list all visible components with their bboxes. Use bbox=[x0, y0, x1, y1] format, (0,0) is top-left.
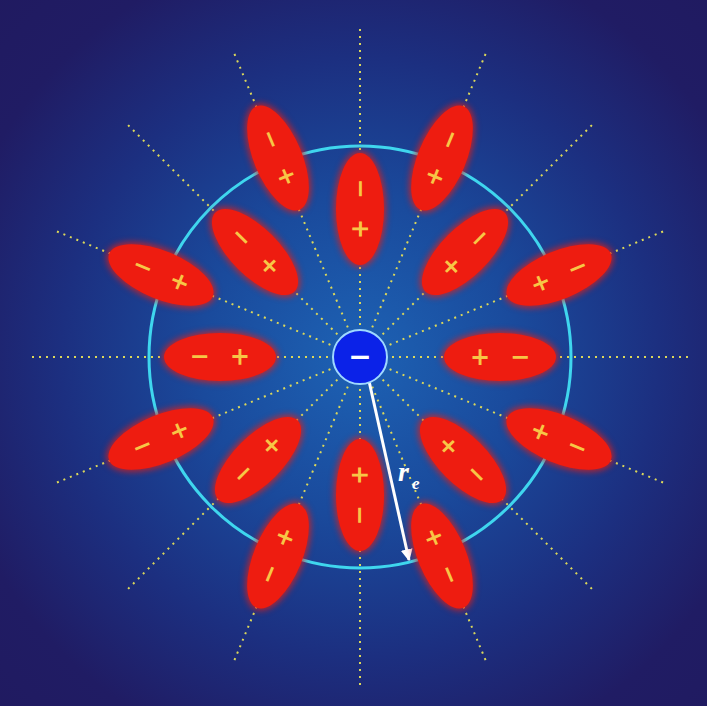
central-charge: − bbox=[332, 329, 388, 385]
charge-sign: + bbox=[166, 417, 194, 447]
ellipse-fill bbox=[498, 231, 620, 318]
charge-sign: + bbox=[435, 251, 466, 282]
dipole-ellipse: +− bbox=[100, 396, 222, 483]
sign-row: +− bbox=[336, 153, 384, 265]
radius-label: r bbox=[398, 456, 409, 488]
sign-row: +− bbox=[234, 97, 321, 219]
field-line bbox=[127, 380, 338, 591]
dipole-ellipse: +− bbox=[100, 231, 222, 318]
charge-sign: + bbox=[348, 465, 372, 485]
ellipse-fill bbox=[408, 196, 521, 309]
ellipse-fill bbox=[399, 495, 486, 617]
sign-row: +− bbox=[201, 403, 314, 516]
radius-subscript: e bbox=[412, 474, 420, 494]
charge-sign: − bbox=[348, 179, 372, 199]
ellipse-fill bbox=[100, 396, 222, 483]
field-line bbox=[127, 124, 338, 335]
ellipse-fill bbox=[100, 231, 222, 318]
charge-sign: + bbox=[254, 251, 285, 282]
ellipse-fill bbox=[164, 333, 276, 381]
charge-sign: + bbox=[348, 219, 372, 239]
charge-sign: − bbox=[129, 432, 157, 462]
field-line bbox=[383, 380, 594, 591]
ellipse-fill bbox=[234, 495, 321, 617]
dipole-ellipse: +− bbox=[406, 403, 519, 516]
charge-sign: + bbox=[256, 430, 287, 461]
dipole-ellipse: +− bbox=[234, 97, 321, 219]
sign-row: +− bbox=[100, 231, 222, 318]
dipole-ellipse: +− bbox=[164, 333, 276, 381]
charge-sign: − bbox=[228, 458, 259, 489]
radius-circle bbox=[149, 146, 571, 568]
ellipse-fill bbox=[336, 439, 384, 551]
charge-sign: + bbox=[420, 523, 450, 551]
sign-row: +− bbox=[164, 333, 276, 381]
charge-sign: + bbox=[270, 163, 300, 191]
ellipse-fill bbox=[498, 396, 620, 483]
charge-sign: − bbox=[226, 223, 257, 254]
dipole-ellipse: +− bbox=[399, 495, 486, 617]
sign-row: +− bbox=[199, 196, 312, 309]
charge-sign: + bbox=[420, 163, 450, 191]
sign-row: +− bbox=[100, 396, 222, 483]
field-lines bbox=[30, 27, 690, 687]
dipole-ellipse: +− bbox=[336, 439, 384, 551]
sign-row: +− bbox=[399, 97, 486, 219]
ellipse-fill bbox=[201, 403, 314, 516]
charge-sign: − bbox=[510, 345, 530, 369]
charge-sign: + bbox=[470, 345, 490, 369]
charge-sign: − bbox=[190, 345, 210, 369]
sign-row: +− bbox=[399, 495, 486, 617]
charge-sign: − bbox=[461, 458, 492, 489]
dipole-ellipse: +− bbox=[444, 333, 556, 381]
sign-row: +− bbox=[444, 333, 556, 381]
ellipse-fill bbox=[234, 97, 321, 219]
dipole-ellipse: +− bbox=[498, 396, 620, 483]
charge-sign: − bbox=[463, 223, 494, 254]
sign-row: +− bbox=[336, 439, 384, 551]
dipole-ellipse: +− bbox=[399, 97, 486, 219]
charge-sign: − bbox=[435, 126, 465, 154]
ellipse-fill bbox=[336, 153, 384, 265]
field-line bbox=[383, 124, 594, 335]
charge-sign: − bbox=[348, 505, 372, 525]
charge-sign: − bbox=[255, 560, 285, 588]
charge-sign: − bbox=[563, 252, 591, 282]
dipole-ellipse: +− bbox=[199, 196, 312, 309]
ellipse-fill bbox=[199, 196, 312, 309]
dipole-ellipse: +− bbox=[234, 495, 321, 617]
dipole-ellipse: +− bbox=[336, 153, 384, 265]
ellipse-fill bbox=[406, 403, 519, 516]
charge-sign: + bbox=[526, 417, 554, 447]
charge-sign: + bbox=[230, 345, 250, 369]
charge-sign: − bbox=[129, 252, 157, 282]
charge-sign: − bbox=[348, 343, 371, 371]
sign-row: +− bbox=[408, 196, 521, 309]
charge-sign: − bbox=[563, 432, 591, 462]
ellipse-fill bbox=[399, 97, 486, 219]
charge-sign: − bbox=[255, 126, 285, 154]
charge-sign: + bbox=[526, 267, 554, 297]
charge-sign: − bbox=[435, 560, 465, 588]
sign-row: +− bbox=[406, 403, 519, 516]
ellipse-fill bbox=[444, 333, 556, 381]
dipole-ellipse: +− bbox=[498, 231, 620, 318]
charge-sign: + bbox=[166, 267, 194, 297]
sign-row: +− bbox=[234, 495, 321, 617]
charge-sign: + bbox=[270, 523, 300, 551]
dipole-ellipse: +− bbox=[408, 196, 521, 309]
charge-sign: + bbox=[433, 430, 464, 461]
sign-row: +− bbox=[498, 396, 620, 483]
sign-row: +− bbox=[498, 231, 620, 318]
dipole-ellipse: +− bbox=[201, 403, 314, 516]
